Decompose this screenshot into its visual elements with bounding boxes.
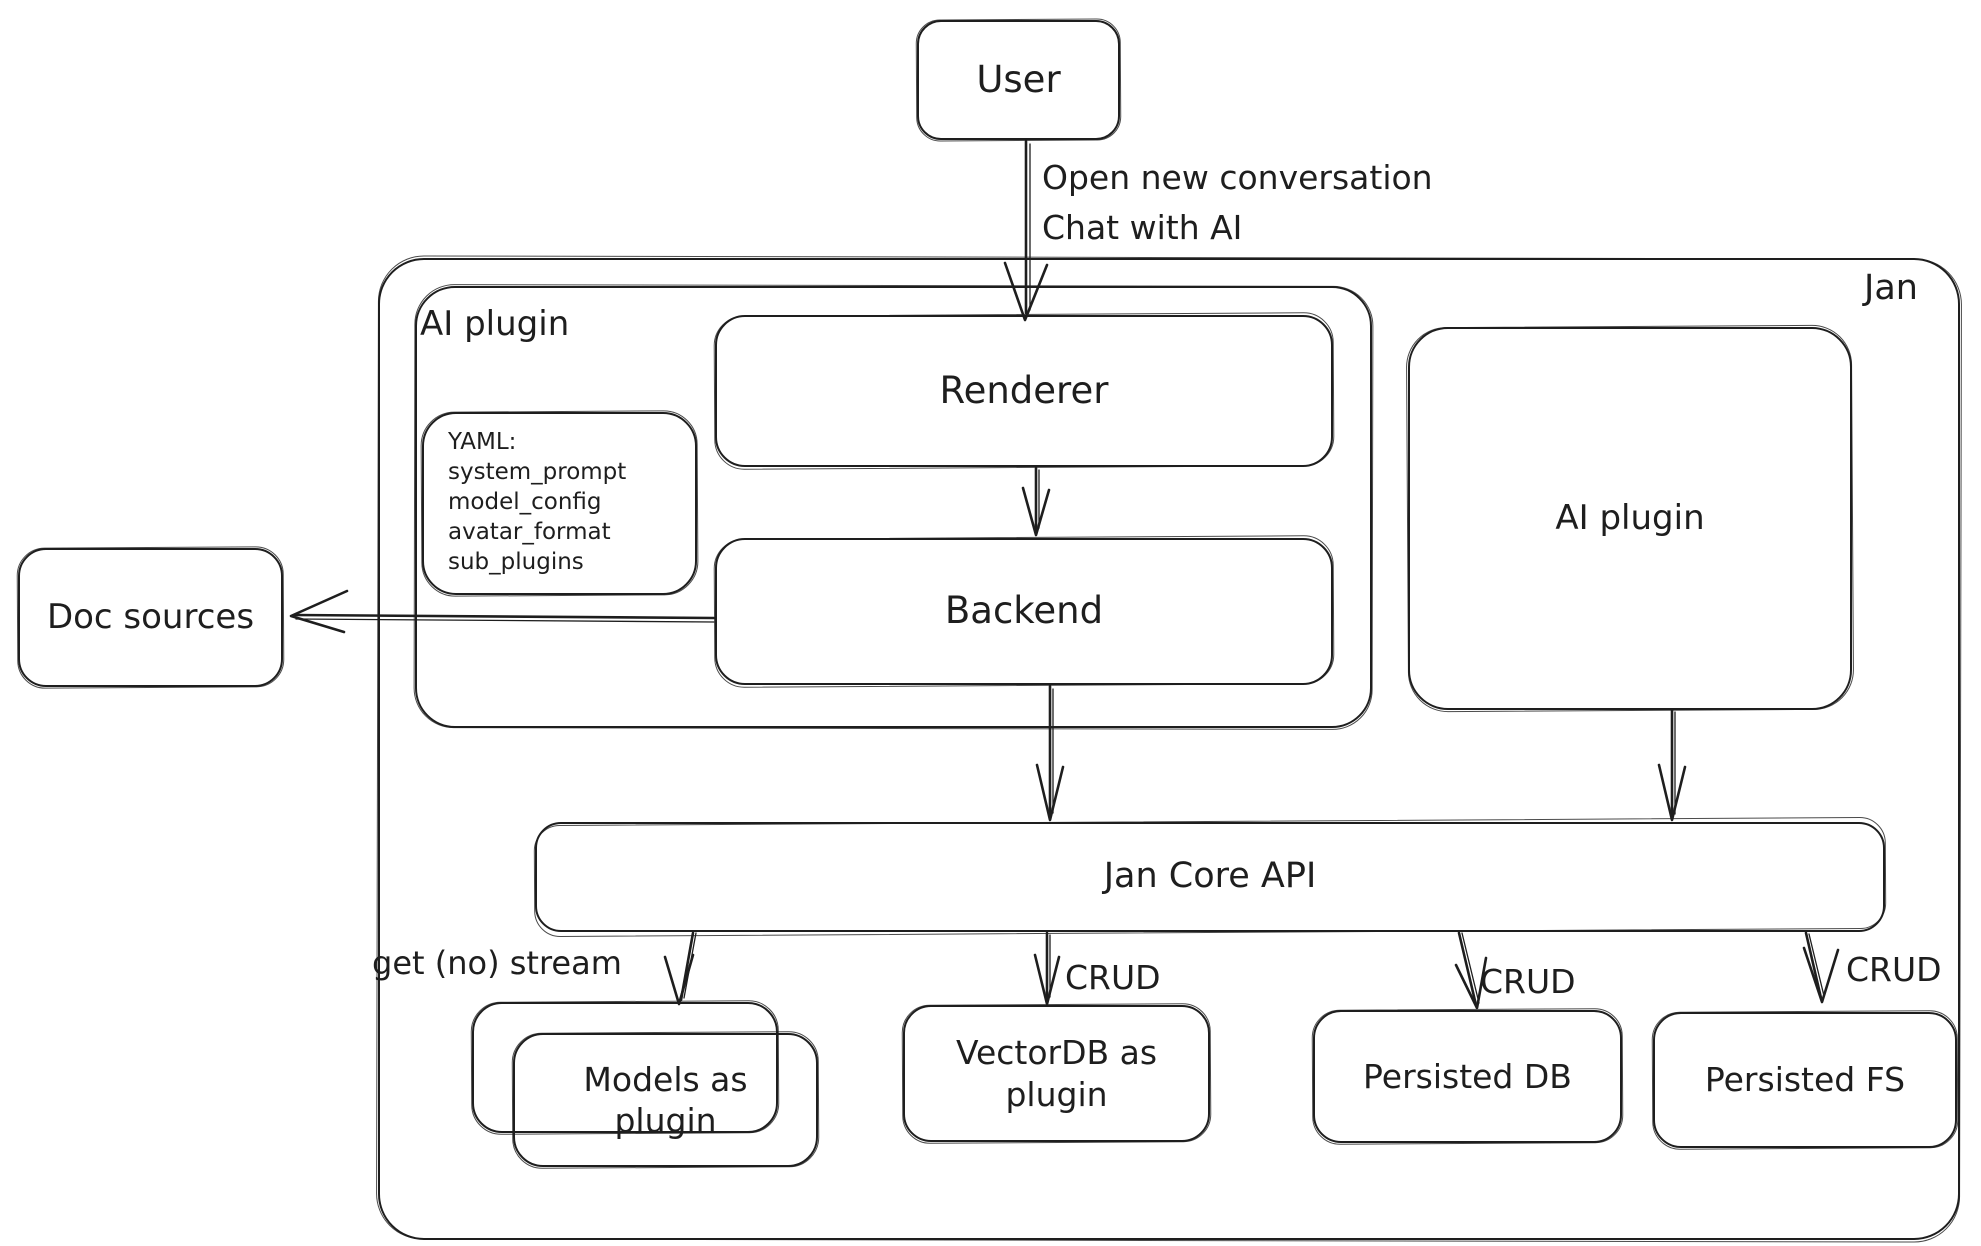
yaml-note-line: system_prompt	[448, 459, 627, 485]
node-ai-plugin-label: AI plugin	[1555, 498, 1705, 539]
ai-plugin-container	[415, 286, 1372, 728]
edge-user-label-line2: Chat with AI	[1042, 208, 1243, 247]
yaml-note: YAML: system_prompt model_config avatar_…	[422, 412, 697, 595]
yaml-note-line: sub_plugins	[448, 549, 584, 575]
jan-container-label: Jan	[1864, 268, 1918, 308]
node-vectordb: VectorDB as plugin	[903, 1005, 1210, 1142]
node-models: Models as plugin	[513, 1033, 818, 1167]
node-models-label: Models as plugin	[583, 1059, 748, 1140]
node-persisted-fs-label: Persisted FS	[1704, 1060, 1906, 1100]
node-persisted-db-label: Persisted DB	[1363, 1056, 1572, 1096]
node-jan-core-api: Jan Core API	[535, 822, 1885, 932]
node-jan-core-api-label: Jan Core API	[1103, 856, 1317, 897]
edge-user-label-line1: Open new conversation	[1042, 158, 1433, 197]
yaml-note-line: avatar_format	[448, 519, 611, 545]
node-user: User	[917, 20, 1120, 140]
node-doc-sources: Doc sources	[18, 548, 283, 687]
node-persisted-db: Persisted DB	[1313, 1010, 1622, 1143]
node-vectordb-label: VectorDB as plugin	[955, 1033, 1158, 1114]
edge-crud-persisted-db-label: CRUD	[1480, 962, 1576, 1001]
edge-crud-vectordb-label: CRUD	[1065, 958, 1161, 997]
edge-get-stream-label: get (no) stream	[372, 944, 622, 982]
yaml-note-line: YAML:	[448, 429, 517, 455]
node-renderer: Renderer	[715, 315, 1333, 467]
yaml-note-line: model_config	[448, 489, 602, 515]
node-persisted-fs: Persisted FS	[1653, 1012, 1957, 1148]
node-backend-label: Backend	[944, 589, 1104, 633]
node-user-label: User	[976, 57, 1061, 101]
node-doc-sources-label: Doc sources	[46, 597, 255, 638]
edge-crud-persisted-fs-label: CRUD	[1846, 950, 1942, 989]
ai-plugin-container-label: AI plugin	[420, 304, 570, 344]
node-renderer-label: Renderer	[939, 368, 1109, 412]
jan-container	[378, 258, 1960, 1240]
node-backend: Backend	[715, 538, 1333, 685]
node-ai-plugin: AI plugin	[1408, 327, 1852, 710]
